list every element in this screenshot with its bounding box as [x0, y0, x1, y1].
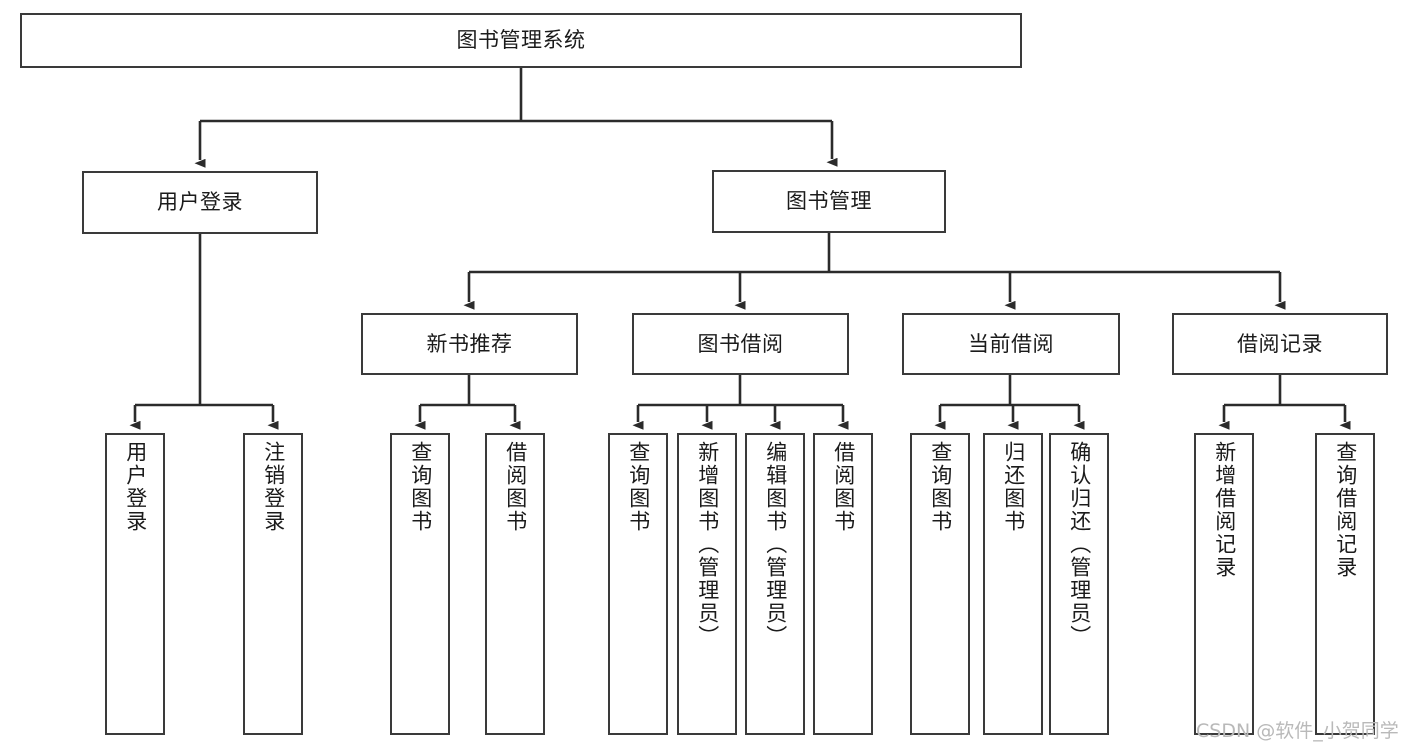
leaf-node-label: 借阅图书 [831, 441, 856, 533]
leaf-node[interactable]: 用户登录 [105, 433, 165, 735]
node-borrowing-records-label: 借阅记录 [1237, 331, 1323, 356]
leaf-node-label: 注销登录 [261, 441, 286, 533]
leaf-node[interactable]: 确认归还（管理员） [1049, 433, 1109, 735]
node-borrowing-records[interactable]: 借阅记录 [1172, 313, 1388, 375]
leaf-node[interactable]: 查询图书 [910, 433, 970, 735]
csdn-watermark: CSDN @软件_小贺同学 [1196, 720, 1399, 742]
node-new-book-recommendation-label: 新书推荐 [426, 331, 513, 356]
node-new-book-recommendation[interactable]: 新书推荐 [361, 313, 578, 375]
leaf-node-label: 新增图书（管理员） [695, 441, 720, 648]
leaf-node-label: 新增借阅记录 [1212, 441, 1237, 579]
leaf-node[interactable]: 查询图书 [390, 433, 450, 735]
leaf-node[interactable]: 新增借阅记录 [1194, 433, 1254, 735]
node-current-borrowing-label: 当前借阅 [968, 331, 1054, 356]
leaf-node[interactable]: 查询图书 [608, 433, 668, 735]
leaf-node-label: 查询图书 [626, 441, 651, 533]
leaf-node[interactable]: 新增图书（管理员） [677, 433, 737, 735]
leaf-node-label: 查询图书 [408, 441, 433, 533]
node-current-borrowing[interactable]: 当前借阅 [902, 313, 1120, 375]
leaf-node-label: 归还图书 [1001, 441, 1026, 533]
leaf-node[interactable]: 查询借阅记录 [1315, 433, 1375, 735]
leaf-node-label: 用户登录 [123, 441, 148, 533]
node-user-login[interactable]: 用户登录 [82, 171, 318, 234]
leaf-node[interactable]: 借阅图书 [485, 433, 545, 735]
leaf-node[interactable]: 编辑图书（管理员） [745, 433, 805, 735]
node-book-borrowing-label: 图书借阅 [697, 331, 784, 356]
node-root[interactable]: 图书管理系统 [20, 13, 1022, 68]
node-book-borrowing[interactable]: 图书借阅 [632, 313, 849, 375]
node-user-login-label: 用户登录 [157, 190, 243, 215]
leaf-node-label: 编辑图书（管理员） [763, 441, 788, 648]
leaf-node[interactable]: 注销登录 [243, 433, 303, 735]
leaf-node[interactable]: 借阅图书 [813, 433, 873, 735]
leaf-node-label: 借阅图书 [503, 441, 528, 533]
leaf-node[interactable]: 归还图书 [983, 433, 1043, 735]
leaf-node-label: 查询借阅记录 [1333, 441, 1358, 579]
node-root-label: 图书管理系统 [456, 28, 586, 53]
leaf-node-label: 确认归还（管理员） [1067, 441, 1092, 648]
node-book-management[interactable]: 图书管理 [712, 170, 946, 233]
node-book-management-label: 图书管理 [786, 189, 872, 214]
leaf-node-label: 查询图书 [928, 441, 953, 533]
